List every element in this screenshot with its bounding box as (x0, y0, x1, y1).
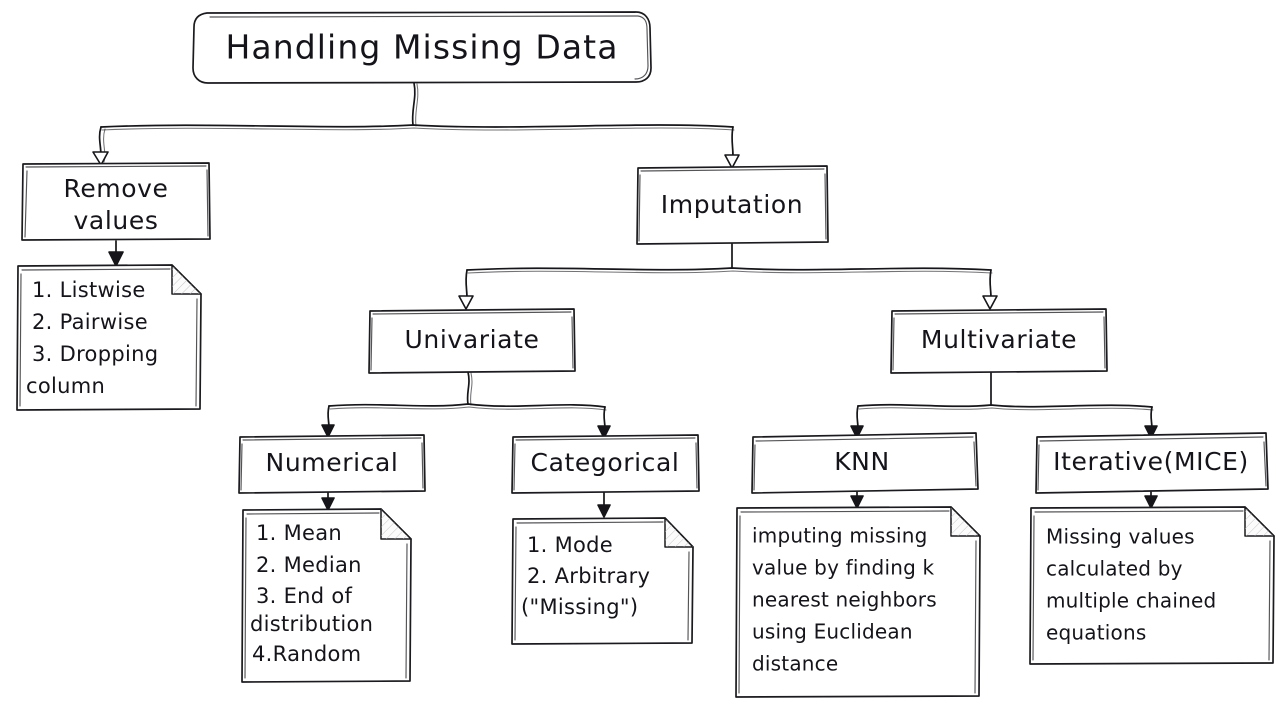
node-root[interactable]: Handling Missing Data (192, 11, 652, 84)
node-categorical-label: Categorical (531, 448, 680, 477)
node-multivariate-label: Multivariate (921, 325, 1077, 354)
edge-root-imputation (724, 126, 740, 169)
node-univariate[interactable]: Univariate (368, 308, 576, 374)
note-line: 2. Median (256, 553, 362, 577)
node-univariate-label: Univariate (405, 325, 540, 354)
edge-univariate-bus (328, 371, 607, 411)
note-line: distance (752, 652, 838, 676)
note-line: 1. Listwise (32, 278, 146, 302)
note-remove-values[interactable]: 1. Listwise 2. Pairwise 3. Dropping colu… (16, 264, 202, 411)
note-line: imputing missing (752, 524, 928, 548)
node-numerical-label: Numerical (266, 448, 399, 477)
note-line: 2. Pairwise (32, 310, 148, 334)
edge-numerical-note (321, 491, 335, 511)
note-line: 3. End of (256, 584, 353, 608)
edge-univariate-categorical (597, 406, 611, 439)
note-line: distribution (250, 612, 373, 636)
note-line: nearest neighbors (752, 588, 937, 612)
node-remove-values[interactable]: Remove values (21, 162, 211, 241)
edge-imputation-multivariate (982, 269, 998, 310)
node-knn-label: KNN (834, 447, 890, 476)
note-line: equations (1046, 621, 1146, 645)
edge-imputation-univariate (458, 269, 474, 310)
edge-multivariate-knn (850, 405, 864, 439)
note-line: 4.Random (252, 642, 361, 666)
node-iterative-label: Iterative(MICE) (1053, 447, 1249, 476)
node-iterative[interactable]: Iterative(MICE) (1035, 432, 1269, 494)
note-line: 3. Dropping (32, 342, 158, 366)
edge-imputation-bus (466, 243, 993, 274)
edge-categorical-note (597, 491, 611, 518)
note-iterative[interactable]: Missing values calculated by multiple ch… (1029, 506, 1275, 665)
node-numerical[interactable]: Numerical (238, 434, 426, 494)
note-line: ("Missing") (521, 595, 638, 619)
note-line: calculated by (1046, 557, 1183, 581)
edge-iterative-note (1144, 491, 1158, 509)
edge-multivariate-iterative (1144, 406, 1158, 439)
note-numerical[interactable]: 1. Mean 2. Median 3. End of distribution… (241, 508, 412, 683)
edge-remove-values-note (108, 240, 124, 267)
node-remove-values-label-2: values (74, 206, 159, 235)
note-line: value by finding k (752, 556, 935, 580)
note-line: 2. Arbitrary (527, 564, 650, 588)
note-line: Missing values (1046, 525, 1195, 549)
note-knn[interactable]: imputing missing value by finding k near… (735, 506, 981, 698)
edge-root-remove-values (92, 126, 109, 166)
edge-root-bus (411, 82, 419, 127)
note-line: column (26, 374, 105, 398)
node-imputation-label: Imputation (661, 190, 803, 219)
note-line: using Euclidean (752, 620, 913, 644)
node-multivariate[interactable]: Multivariate (890, 308, 1108, 374)
node-root-label: Handling Missing Data (225, 28, 618, 67)
note-line: 1. Mean (256, 521, 342, 545)
edge-root-branch-bus (100, 124, 735, 131)
note-line: multiple chained (1046, 589, 1216, 613)
node-knn[interactable]: KNN (751, 432, 979, 494)
edge-knn-note (850, 491, 864, 509)
note-line: 1. Mode (527, 533, 613, 557)
node-categorical[interactable]: Categorical (511, 434, 700, 494)
edge-univariate-numerical (321, 405, 335, 438)
edge-multivariate-bus (857, 372, 1154, 411)
node-remove-values-label-1: Remove (63, 174, 168, 203)
node-imputation[interactable]: Imputation (636, 165, 829, 245)
note-categorical[interactable]: 1. Mode 2. Arbitrary ("Missing") (511, 517, 694, 645)
